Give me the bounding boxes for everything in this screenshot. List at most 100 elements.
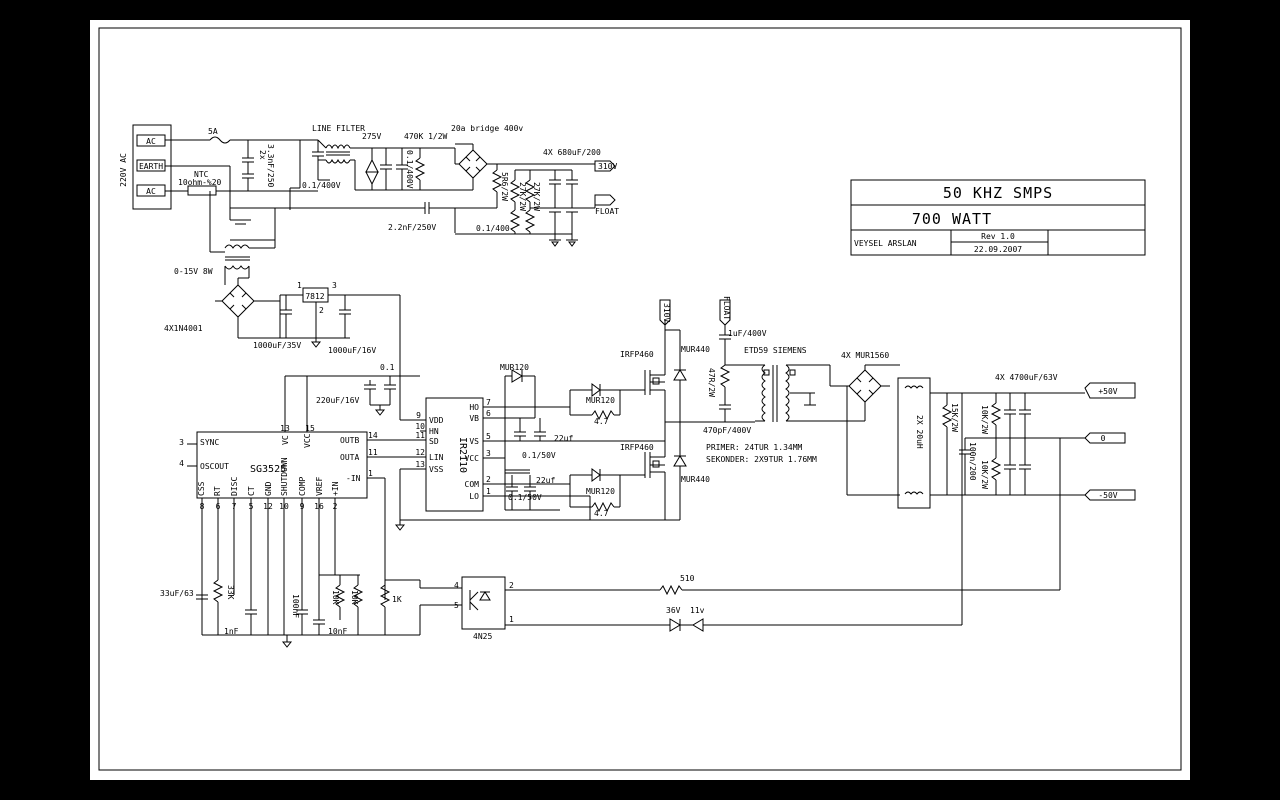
cap-01-label-2: 0.1/50V — [508, 493, 542, 502]
minus-50v-terminal — [1084, 489, 1136, 501]
ir-pin-com: COM — [465, 480, 480, 489]
opto-pin-4: 4 — [454, 581, 459, 590]
sg-pin-num-2: 2 — [333, 502, 338, 511]
date-text: 22.09.2007 — [974, 245, 1022, 254]
secondary-winding-label: SEKONDER: 2X9TUR 1.76MM — [706, 455, 817, 464]
aux-bridge — [221, 284, 255, 318]
r10k-label-2: 10K — [350, 590, 359, 605]
sg-pin-vref: VREF — [315, 477, 324, 496]
schematic-diagram: 50 KHZ SMPS 700 WATT VEYSEL ARSLAN Rev 1… — [98, 27, 1182, 771]
vref-cap-label: 10nF — [328, 627, 347, 636]
title-block — [850, 179, 1146, 256]
ac-terminal-2: AC — [146, 187, 156, 196]
ir-pin-lo: LO — [469, 492, 479, 501]
filter-cap-label-2: 0.1/400V — [405, 150, 414, 189]
line-filter-coil-2 — [325, 158, 351, 164]
sg-pin-shutdown: SHUTDOWN — [280, 457, 289, 496]
ir-pin-hn: HN — [429, 427, 439, 436]
r1k-label: 1K — [392, 595, 402, 604]
sg-pin-num-13: 13 — [280, 424, 290, 433]
sg-pin-num-9: 9 — [300, 502, 305, 511]
sg-pin-num-7: 7 — [232, 502, 237, 511]
ir-pin-vcc: VCC — [465, 454, 480, 463]
sg-pin-outa: OUTA — [340, 453, 359, 462]
sg-pin-rt: RT — [213, 486, 222, 496]
r-10k-label-2: 10K/2W — [980, 460, 989, 489]
ac-input-label: 220V AC — [119, 153, 128, 187]
bulk-caps-label: 4X 680uF/200 — [543, 148, 601, 157]
sg-pin-num-10: 10 — [279, 502, 289, 511]
output-rectifier — [848, 369, 882, 403]
snubber-c-label: 470pF/400V — [703, 426, 751, 435]
ir2110-section — [394, 369, 680, 531]
ac-terminal-1: AC — [146, 137, 156, 146]
ir-pin-num-11: 11 — [415, 431, 425, 440]
bridge-label: 20a bridge 400v — [451, 124, 523, 133]
opto-label: 4N25 — [473, 632, 492, 641]
ac-input-section — [132, 124, 616, 270]
filter-cap-label: 0.1/400V — [302, 181, 341, 190]
zero-label: 0 — [1101, 434, 1106, 443]
ir-pin-sd: SD — [429, 437, 439, 446]
sg-pin-num-5: 5 — [249, 502, 254, 511]
snubber-r-label: 47R/2W — [707, 368, 716, 397]
sg-pin-gnd: GND — [264, 481, 273, 496]
ct-cap-label: 1nF — [224, 627, 239, 636]
cap-220-label: 220uF/16V — [316, 396, 360, 405]
author-text: VEYSEL ARSLAN — [854, 239, 917, 248]
line-filter-coil-1 — [325, 144, 351, 150]
aux-diodes-label: 4X1N4001 — [164, 324, 203, 333]
regulator-label: 7812 — [305, 292, 324, 301]
bridge-rectifier — [458, 149, 488, 179]
sg-pin-outb: OUTB — [340, 436, 359, 445]
sg-pin-minus-in: -IN — [346, 474, 361, 483]
feedback-section — [357, 575, 1060, 636]
r510-label: 510 — [680, 574, 695, 583]
float-primary-label: FLOAT — [722, 296, 731, 320]
sg-pin-disc: DISC — [230, 477, 239, 496]
diode-hi-label: MUR440 — [681, 345, 710, 354]
plus-50v-terminal — [1084, 382, 1136, 399]
ir2110-chip — [425, 397, 484, 512]
ir-pin-num-12: 12 — [415, 448, 425, 457]
sg-pin-num-6: 6 — [216, 502, 221, 511]
cap-100n-label: 100n/200 — [968, 442, 977, 481]
aux-cap1-label: 1000uF/35V — [253, 341, 301, 350]
ir-pin-lin: LIN — [429, 453, 444, 462]
aux-transformer-label: 0-15V 8W — [174, 267, 213, 276]
zero-terminal — [1084, 432, 1126, 444]
output-caps-label: 4X 4700uF/63V — [995, 373, 1058, 382]
sg-pin-comp: COMP — [298, 477, 307, 496]
cap-04-label: 0.1/400 — [476, 224, 510, 233]
sg-pin-num-11: 11 — [368, 448, 378, 457]
plus-50v-label: +50V — [1098, 387, 1117, 396]
reg-pin-1: 1 — [297, 281, 302, 290]
cap-22-label-2: 22uf — [536, 476, 555, 485]
sg3525-label: SG3525 — [250, 464, 286, 475]
ir-pin-num-13: 13 — [415, 460, 425, 469]
ir-pin-num-2: 2 — [486, 475, 491, 484]
sg-pin-num-16: 16 — [314, 502, 324, 511]
cap-22-label-1: 22uf — [554, 434, 573, 443]
ir2110-label: IR2110 — [457, 437, 468, 473]
ir-pin-vss: VSS — [429, 465, 444, 474]
inductor-label: 2X 20uH — [915, 415, 924, 449]
diode-lo-label: MUR440 — [681, 475, 710, 484]
ntc-symbol — [187, 185, 217, 196]
earth-terminal: EARTH — [139, 162, 163, 171]
sg-pin-num-14: 14 — [368, 431, 378, 440]
opto-pin-2: 2 — [509, 581, 514, 590]
sg-pin-num-4: 4 — [179, 459, 184, 468]
labels: 50 KHZ SMPS 700 WATT VEYSEL ARSLAN Rev 1… — [119, 124, 1118, 641]
transformer-secondary — [785, 364, 790, 422]
reg-pin-2: 2 — [319, 306, 324, 315]
output-rectifier-label: 4X MUR1560 — [841, 351, 889, 360]
sheet-border — [98, 27, 1182, 771]
x-caps-value: 3.3nF/250 — [266, 144, 275, 188]
ir-pin-vb: VB — [469, 414, 479, 423]
zener-36v-label: 36V — [666, 606, 681, 615]
mosfet-hi-label: IRFP460 — [620, 350, 654, 359]
310v-mosfet-terminal — [659, 299, 671, 326]
sg-pin-num-15: 15 — [305, 424, 315, 433]
schematic-sheet: 50 KHZ SMPS 700 WATT VEYSEL ARSLAN Rev 1… — [90, 20, 1190, 780]
